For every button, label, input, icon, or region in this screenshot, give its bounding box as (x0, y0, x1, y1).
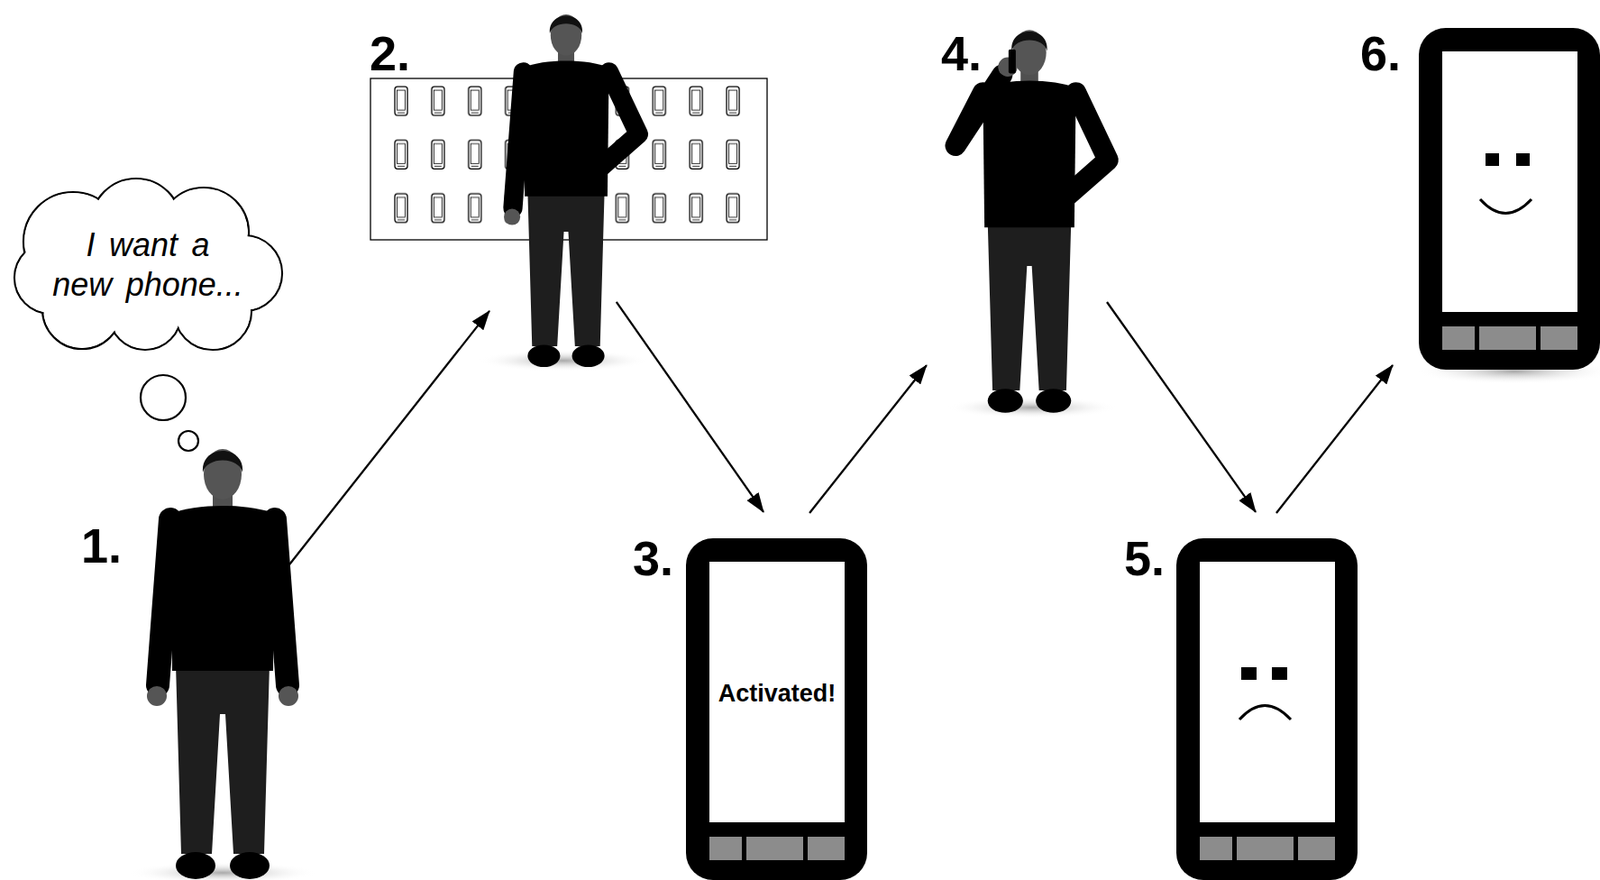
face-eye (1485, 153, 1500, 166)
ground-shadow (477, 349, 650, 372)
person-silhouette (955, 29, 1108, 413)
phone-stage: 5. (1176, 538, 1358, 880)
flow-arrow (616, 301, 764, 512)
step-number: 3. (632, 533, 674, 583)
sad-mouth (1239, 705, 1291, 721)
person-silhouette (146, 448, 299, 879)
ground-shadow (128, 861, 318, 880)
phone-stage: 6. (1418, 27, 1600, 363)
happy-mouth (1480, 199, 1532, 214)
phone (1176, 538, 1358, 880)
step-number: 2. (369, 28, 411, 78)
ground-shadow (946, 396, 1118, 419)
flow-arrow (809, 365, 927, 513)
step-number: 1. (81, 521, 122, 570)
thought-cloud: I want a new phone... (9, 178, 286, 352)
stage-figure: 4. (964, 25, 1134, 413)
cloud-outline (9, 178, 286, 352)
step-number: 4. (941, 28, 982, 78)
flow-arrow (1106, 301, 1256, 512)
person-silhouette (503, 14, 639, 367)
thought-text: I want a new phone... (51, 225, 245, 305)
thought-bubble (178, 430, 199, 451)
phone (1418, 27, 1600, 370)
stage-figure: 1. (153, 443, 292, 880)
flow-arrow (283, 310, 490, 572)
face-eye (1516, 153, 1530, 166)
phone-stage: 3.Activated! (685, 538, 868, 880)
face-eye (1241, 667, 1257, 680)
stage-figure: 2. (370, 9, 768, 368)
step-number: 5. (1124, 533, 1165, 583)
face-eye (1271, 667, 1288, 680)
phone (685, 538, 868, 880)
flow-arrow (1276, 365, 1393, 513)
thought-bubble (140, 374, 186, 421)
step-number: 6. (1360, 28, 1401, 78)
screen-message: Activated! (709, 678, 845, 708)
